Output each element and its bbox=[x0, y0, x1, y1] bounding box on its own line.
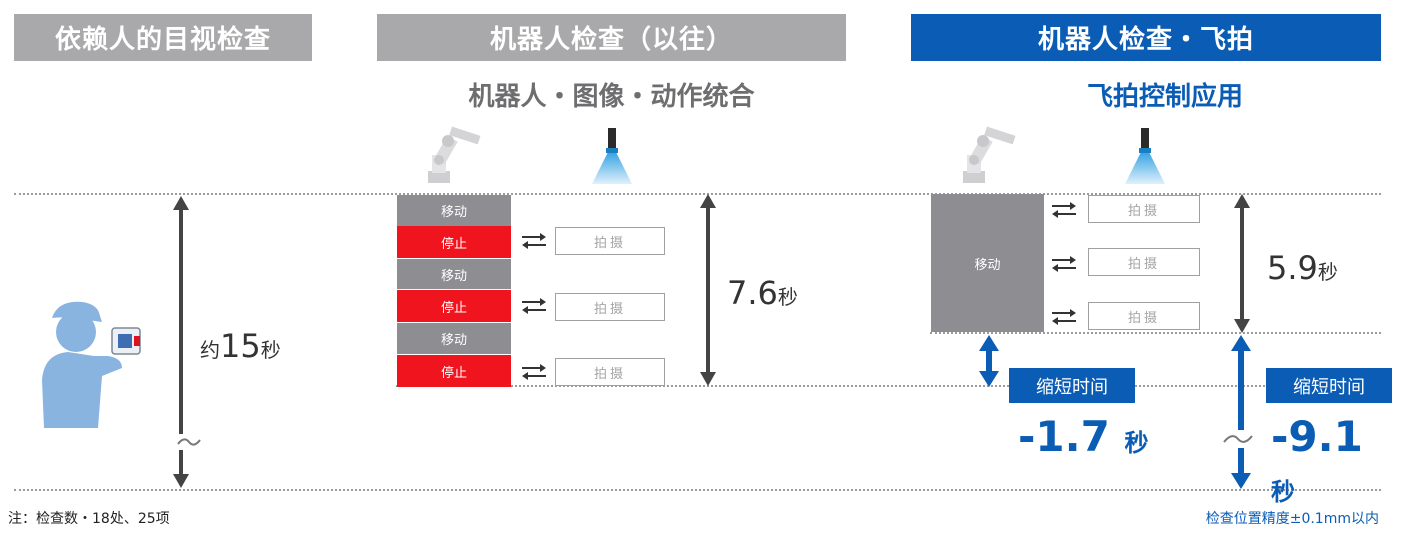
shoot-step-1: 拍摄 bbox=[555, 227, 665, 255]
sec-unit: 秒 bbox=[260, 338, 281, 362]
step-stop-2: 停止 bbox=[397, 290, 511, 322]
header-robot-flying: 机器人检查・飞拍 bbox=[911, 14, 1381, 61]
exchange-arrows-icon bbox=[1052, 202, 1076, 218]
shoot-step-3: 拍摄 bbox=[555, 358, 665, 386]
step-move-1: 移动 bbox=[397, 195, 511, 226]
shoot-step-3: 拍摄 bbox=[1088, 302, 1200, 330]
break-mark-icon bbox=[176, 434, 202, 450]
shoot-step-2: 拍摄 bbox=[1088, 248, 1200, 276]
reduction-arrow-2 bbox=[1231, 335, 1251, 489]
reduction-value-2: -9.1 bbox=[1271, 412, 1363, 461]
robot-arm-icon bbox=[963, 126, 1016, 183]
step-stop-3: 停止 bbox=[397, 355, 511, 387]
shoot-step-2: 拍摄 bbox=[555, 293, 665, 321]
step-move-2: 移动 bbox=[397, 259, 511, 289]
exchange-arrows-icon bbox=[522, 298, 546, 314]
reduction-value-2-label: -9.1 秒 bbox=[1271, 412, 1401, 510]
guide-line-flying-end bbox=[930, 332, 1381, 334]
exchange-arrows-icon bbox=[522, 364, 546, 380]
manual-time-label: 约15秒 bbox=[200, 327, 281, 365]
inspector-person-icon bbox=[42, 301, 141, 428]
manual-time-value: 15 bbox=[220, 327, 261, 365]
header-robot-conventional: 机器人检查（以往） bbox=[377, 14, 846, 61]
footnote-accuracy: 检查位置精度±0.1mm以内 bbox=[1205, 511, 1379, 527]
footnote-inspection-count: 注：检查数・18处、25项 bbox=[8, 511, 170, 527]
robot-arm-icon bbox=[428, 126, 481, 183]
exchange-arrows-icon bbox=[1052, 309, 1076, 325]
guide-line-top bbox=[14, 193, 1381, 195]
sec-unit: 秒 bbox=[777, 285, 798, 309]
camera-icon bbox=[1125, 128, 1165, 184]
step-move-continuous: 移动 bbox=[931, 194, 1044, 332]
sec-unit: 秒 bbox=[1317, 260, 1338, 284]
guide-line-manual-end bbox=[14, 489, 1381, 491]
step-move-3: 移动 bbox=[397, 323, 511, 354]
subtitle-flying: 飞拍控制应用 bbox=[1086, 82, 1243, 112]
shorten-time-badge-1: 缩短时间 bbox=[1009, 368, 1135, 403]
reduction-arrow-1 bbox=[979, 335, 999, 387]
flying-time-arrow bbox=[1234, 194, 1250, 333]
reduction-value-1-label: -1.7 秒 bbox=[1018, 412, 1148, 461]
conventional-time-label: 7.6秒 bbox=[727, 274, 798, 312]
shoot-step-1: 拍摄 bbox=[1088, 195, 1200, 223]
conventional-time-arrow bbox=[700, 194, 716, 386]
step-stop-1: 停止 bbox=[397, 226, 511, 258]
flying-time-label: 5.9秒 bbox=[1267, 249, 1338, 287]
subtitle-conventional: 机器人・图像・动作统合 bbox=[468, 82, 755, 112]
reduction-value-1: -1.7 bbox=[1018, 412, 1110, 461]
shorten-time-badge-2: 缩短时间 bbox=[1266, 368, 1392, 403]
camera-icon bbox=[592, 128, 632, 184]
header-manual-inspection: 依赖人的目视检查 bbox=[14, 14, 312, 61]
about-label: 约 bbox=[200, 338, 220, 362]
guide-line-conventional-end bbox=[396, 385, 1381, 387]
sec-unit: 秒 bbox=[1271, 478, 1295, 506]
exchange-arrows-icon bbox=[522, 233, 546, 249]
flying-time-value: 5.9 bbox=[1267, 249, 1318, 287]
break-mark-icon bbox=[1222, 430, 1254, 448]
manual-time-arrow bbox=[173, 196, 189, 488]
exchange-arrows-icon bbox=[1052, 256, 1076, 272]
conventional-time-value: 7.6 bbox=[727, 274, 778, 312]
sec-unit: 秒 bbox=[1124, 429, 1149, 457]
